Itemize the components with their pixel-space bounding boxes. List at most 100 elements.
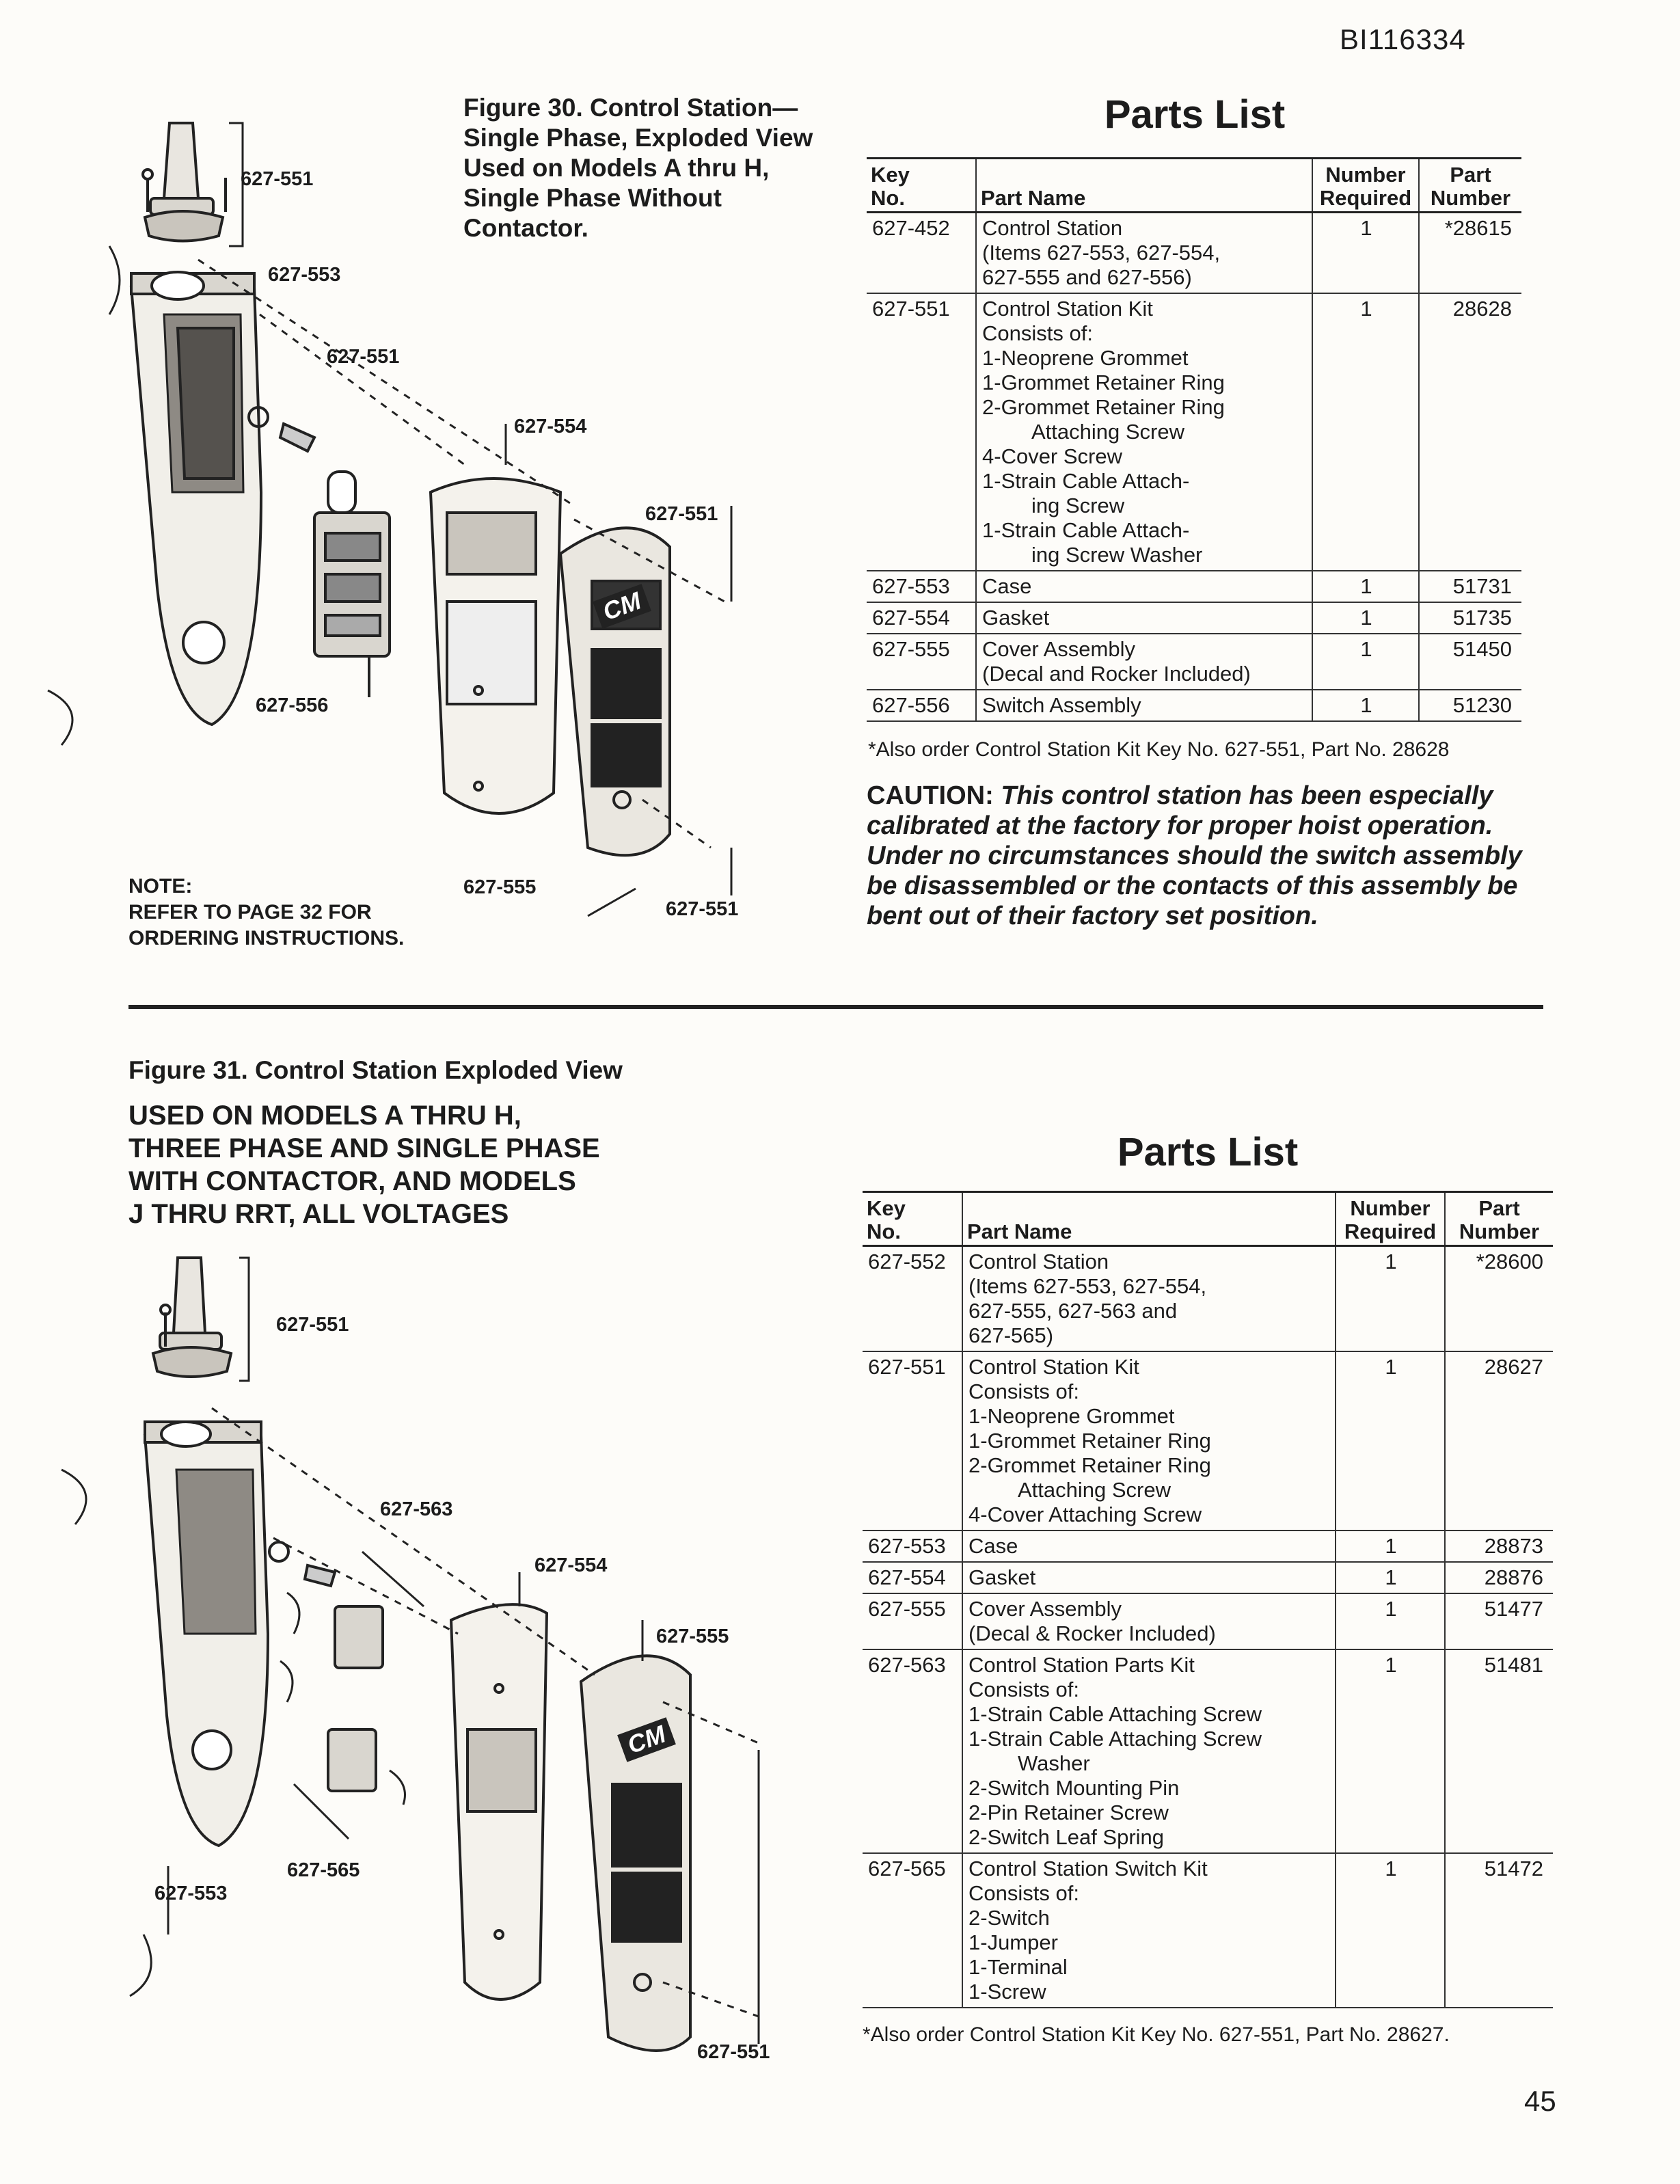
- figure-30-title: Figure 30. Control Station—Single Phase,…: [463, 94, 813, 152]
- part-name-line: 4-Cover Attaching Screw: [968, 1502, 1202, 1526]
- part-name-line: 2-Switch Mounting Pin: [968, 1776, 1180, 1800]
- note-label: NOTE:: [128, 875, 193, 898]
- number-required-cell: 1: [1312, 690, 1419, 722]
- part-name-line: 1-Neoprene Grommet: [982, 346, 1189, 370]
- key-no-cell: 627-563: [863, 1649, 962, 1854]
- figure-31-caption: Figure 31. Control Station Exploded View…: [128, 1055, 826, 1230]
- part-name-line: 2-Grommet Retainer Ring: [968, 1453, 1211, 1477]
- fig30-callout-627-551-cover-screw: 627-551: [645, 503, 718, 525]
- part-name-line: 1-Strain Cable Attach-: [982, 469, 1190, 493]
- part-name-line: Control Station: [968, 1250, 1109, 1273]
- fig30-callout-627-551-grommet: 627-551: [241, 168, 314, 190]
- part-number-cell: 28873: [1444, 1531, 1553, 1563]
- part-name-line: 1-Strain Cable Attaching Screw: [968, 1702, 1262, 1726]
- figure-31-title: Figure 31. Control Station Exploded View: [128, 1056, 623, 1084]
- part-number-cell: 28628: [1418, 293, 1521, 571]
- part-number-cell: 51472: [1444, 1853, 1553, 2008]
- figure-31-line-4: J THRU RRT, ALL VOLTAGES: [128, 1199, 509, 1229]
- note-line-1: REFER TO PAGE 32 FOR: [128, 901, 372, 924]
- part-name-line: ing Screw Washer: [1031, 543, 1203, 567]
- part-name-line: Consists of:: [968, 1379, 1079, 1403]
- part-name-line: 2-Pin Retainer Screw: [968, 1801, 1169, 1824]
- document-id: BI116334: [1340, 23, 1466, 55]
- parts-list-2-title: Parts List: [1117, 1130, 1299, 1174]
- parts-list-1-footnote: *Also order Control Station Kit Key No. …: [868, 738, 1450, 761]
- part-number-cell: 51450: [1418, 634, 1521, 690]
- fig30-callout-627-556: 627-556: [256, 695, 329, 716]
- fig31-callout-627-563: 627-563: [380, 1498, 453, 1520]
- part-name-line: Cover Assembly: [982, 637, 1135, 661]
- part-name-cell: Case: [962, 1531, 1336, 1563]
- fig30-callout-627-555: 627-555: [463, 876, 537, 898]
- key-no-cell: 627-551: [863, 1351, 962, 1531]
- fig31-callout-627-553: 627-553: [154, 1883, 228, 1904]
- part-name-line: Attaching Screw: [1031, 420, 1184, 444]
- part-name-line: (Decal & Rocker Included): [968, 1621, 1216, 1645]
- caution-text: This control station has been especially…: [867, 781, 1522, 930]
- fig31-callout-627-565: 627-565: [287, 1859, 360, 1881]
- part-name-line: 627-565): [968, 1323, 1054, 1347]
- part-name-line: (Items 627-553, 627-554,: [968, 1274, 1207, 1298]
- key-no-cell: 627-554: [867, 602, 976, 634]
- part-name-line: (Items 627-553, 627-554,: [982, 241, 1221, 265]
- part-name-line: Gasket: [982, 606, 1050, 630]
- part-name-cell: Cover Assembly(Decal & Rocker Included): [962, 1593, 1336, 1650]
- number-required-cell: 1: [1335, 1853, 1445, 2008]
- part-name-line: 1-Grommet Retainer Ring: [968, 1429, 1211, 1453]
- part-name-line: Case: [982, 574, 1032, 598]
- part-name-line: 2-Grommet Retainer Ring: [982, 395, 1225, 419]
- part-name-line: Cover Assembly: [968, 1597, 1122, 1621]
- key-no-cell: 627-555: [863, 1593, 962, 1650]
- key-no-cell: 627-452: [867, 212, 976, 294]
- part-name-line: 1-Terminal: [968, 1955, 1068, 1979]
- number-required-cell: 1: [1312, 571, 1419, 603]
- fig31-callout-627-551-bottom: 627-551: [697, 2041, 770, 2063]
- parts-list-1-title: Parts List: [1104, 92, 1286, 137]
- part-name-line: Control Station Kit: [968, 1355, 1139, 1379]
- part-name-line: Switch Assembly: [982, 693, 1141, 717]
- part-number-cell: 51477: [1444, 1593, 1553, 1650]
- part-name-line: 2-Switch Leaf Spring: [968, 1825, 1165, 1849]
- part-number-cell: *28600: [1444, 1245, 1553, 1352]
- key-no-cell: 627-554: [863, 1562, 962, 1594]
- fig30-callout-627-551-screw: 627-551: [327, 346, 400, 368]
- caution-label: CAUTION:: [867, 781, 994, 810]
- part-name-cell: Switch Assembly: [975, 690, 1312, 722]
- part-name-line: Washer: [1018, 1751, 1090, 1775]
- part-name-line: 1-Neoprene Grommet: [968, 1404, 1175, 1428]
- part-name-line: Control Station: [982, 216, 1123, 240]
- fig30-callout-627-553: 627-553: [268, 264, 341, 286]
- note-line-2: ORDERING INSTRUCTIONS.: [128, 927, 405, 949]
- part-name-cell: Cover Assembly(Decal and Rocker Included…: [975, 634, 1312, 690]
- key-no-cell: 627-552: [863, 1245, 962, 1352]
- part-name-line: 1-Strain Cable Attach-: [982, 518, 1190, 542]
- part-name-cell: Case: [975, 571, 1312, 603]
- header-part-name: Part Name: [962, 1191, 1336, 1247]
- part-name-line: Consists of:: [968, 1881, 1079, 1905]
- part-number-cell: 28876: [1444, 1562, 1553, 1594]
- number-required-cell: 1: [1335, 1649, 1445, 1854]
- key-no-cell: 627-551: [867, 293, 976, 571]
- fig31-callout-627-551-grommet: 627-551: [276, 1314, 349, 1336]
- part-name-line: Control Station Switch Kit: [968, 1857, 1208, 1880]
- part-name-cell: Control Station(Items 627-553, 627-554,6…: [975, 212, 1312, 294]
- part-name-line: 1-Strain Cable Attaching Screw: [968, 1727, 1262, 1751]
